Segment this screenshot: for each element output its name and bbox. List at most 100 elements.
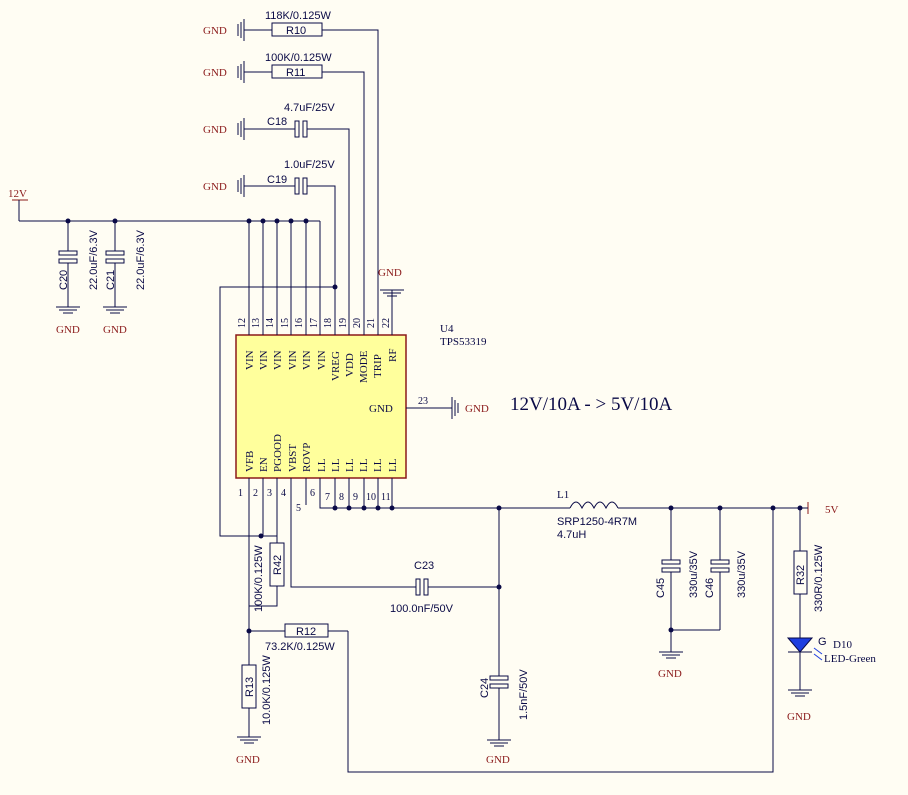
r32-value: 330R/0.125W xyxy=(813,544,825,612)
pin-num-6: 6 xyxy=(310,488,315,499)
pin-num-18: 18 xyxy=(323,318,334,328)
c18-value: 4.7uF/25V xyxy=(284,102,335,114)
c46-group: C46 330u/35V xyxy=(704,508,748,630)
c45-ref: C45 xyxy=(655,578,667,598)
c24-ref: C24 xyxy=(479,678,491,698)
d10-value: LED-Green xyxy=(824,653,876,665)
r42-value: 100K/0.125W xyxy=(253,545,265,612)
c18-ref: C18 xyxy=(267,116,287,128)
pin-name-12: VIN xyxy=(244,350,256,370)
c46-plate-a[interactable] xyxy=(710,559,730,565)
c23-group: C23 100.0nF/50V xyxy=(290,505,502,615)
pin-num-10: 10 xyxy=(366,492,376,503)
r32-ref: R32 xyxy=(795,565,807,585)
c23-plate-a[interactable] xyxy=(415,578,421,596)
pin-num-17: 17 xyxy=(309,318,320,328)
r11-value: 100K/0.125W xyxy=(265,52,332,64)
pin-num-3: 3 xyxy=(267,488,272,499)
pin-num-13: 13 xyxy=(251,318,262,328)
l1-coil[interactable] xyxy=(569,501,619,510)
c19-plate-b[interactable] xyxy=(302,177,308,195)
r13-ref: R13 xyxy=(244,677,256,697)
l1-value: 4.7uH xyxy=(557,529,586,541)
pin-name-2: EN xyxy=(258,457,270,472)
c21-plate-b[interactable] xyxy=(105,258,125,264)
pin-num-22: 22 xyxy=(381,318,392,328)
c18-plate-b[interactable] xyxy=(302,120,308,138)
pin-name-19: VREG xyxy=(330,351,342,381)
pin-num-5: 5 xyxy=(296,503,301,514)
pin-name-20: VDD xyxy=(344,353,356,377)
l1-ref: L1 xyxy=(557,489,569,501)
pin-name-10: LL xyxy=(372,458,384,472)
ic-u4[interactable]: U4 TPS53319 12 13 14 15 16 17 18 19 20 2… xyxy=(219,284,489,539)
diagram-title: 12V/10A - > 5V/10A xyxy=(510,394,672,415)
pin-name-6: LL xyxy=(316,458,328,472)
gnd-label-c24: GND xyxy=(486,754,510,766)
r10-value: 118K/0.125W xyxy=(265,10,331,22)
pin-name-1: VFB xyxy=(244,451,256,472)
pin-num-21: 21 xyxy=(366,318,377,328)
pin-name-8: LL xyxy=(344,458,356,472)
pin-num-14: 14 xyxy=(265,318,276,328)
pin-num-7: 7 xyxy=(325,492,330,503)
c45-group: C45 330u/35V xyxy=(655,508,700,652)
c46-plate-b[interactable] xyxy=(710,567,730,573)
pin-name-13: VIN xyxy=(258,350,270,370)
pin-num-1: 1 xyxy=(238,488,243,499)
c24-plate-a[interactable] xyxy=(489,675,509,681)
l1-group[interactable]: L1 SRP1250-4R7M 4.7uH xyxy=(557,489,800,541)
r13-group: GND R13 10.0K/0.125W xyxy=(236,655,273,766)
c19-group: GND C19 1.0uF/25V xyxy=(203,159,336,310)
c20-plate-a[interactable] xyxy=(58,250,78,256)
d10-triangle[interactable] xyxy=(786,637,814,653)
pin-num-2: 2 xyxy=(253,488,258,499)
r10-group: GND R10 118K/0.125W xyxy=(203,10,379,310)
c21-ref: C21 xyxy=(105,270,117,290)
r13-value: 10.0K/0.125W xyxy=(261,655,273,725)
c45-plate-b[interactable] xyxy=(661,567,681,573)
net-5v-label: 5V xyxy=(825,504,839,516)
pin-num-19: 19 xyxy=(338,318,349,328)
pin-name-22: TRIP xyxy=(372,354,384,378)
gnd-label-d10: GND xyxy=(787,711,811,723)
gnd-label-pin22: GND xyxy=(378,267,402,279)
ic-part: TPS53319 xyxy=(440,336,487,348)
pin-num-16: 16 xyxy=(294,318,305,328)
gnd-label-c45: GND xyxy=(658,668,682,680)
r32-group: R32 330R/0.125W xyxy=(793,508,825,638)
r11-group: GND R11 100K/0.125W xyxy=(203,52,365,310)
c23-value: 100.0nF/50V xyxy=(390,603,454,615)
gnd-label-r13: GND xyxy=(236,754,260,766)
d10-group[interactable]: G D10 LED-Green GND xyxy=(786,636,876,723)
gnd-label-c19: GND xyxy=(203,181,227,193)
gnd-label-c20: GND xyxy=(56,324,80,336)
r12-group: R12 73.2K/0.125W xyxy=(246,505,348,665)
ic-body[interactable] xyxy=(235,334,407,479)
c45-value: 330u/35V xyxy=(688,550,700,598)
pin-name-11: LL xyxy=(387,458,399,472)
r42-ref: R42 xyxy=(272,555,284,575)
pin-name-5: ROVP xyxy=(301,443,313,472)
c18-plate-a[interactable] xyxy=(294,120,300,138)
c19-plate-a[interactable] xyxy=(294,177,300,195)
c23-plate-b[interactable] xyxy=(423,578,429,596)
net-12v-label: 12V xyxy=(8,188,27,200)
pin-name-23: GND xyxy=(369,403,393,415)
c21-group: GND C21 22.0uF/6.3V xyxy=(103,221,147,336)
pin-name-rf: RF xyxy=(387,349,399,362)
c45-plate-a[interactable] xyxy=(661,559,681,565)
c46-value: 330u/35V xyxy=(736,550,748,598)
c24-plate-b[interactable] xyxy=(489,683,509,689)
c21-plate-a[interactable] xyxy=(105,250,125,256)
c24-group: GND C24 1.5nF/50V xyxy=(479,669,530,766)
pin-num-8: 8 xyxy=(339,492,344,503)
r11-ref: R11 xyxy=(286,67,305,79)
gnd-label-c21: GND xyxy=(103,324,127,336)
c20-group: GND C20 22.0uF/6.3V xyxy=(56,221,100,336)
c19-ref: C19 xyxy=(267,174,287,186)
c24-value: 1.5nF/50V xyxy=(518,669,530,720)
pin-num-12: 12 xyxy=(237,318,248,328)
c20-plate-b[interactable] xyxy=(58,258,78,264)
